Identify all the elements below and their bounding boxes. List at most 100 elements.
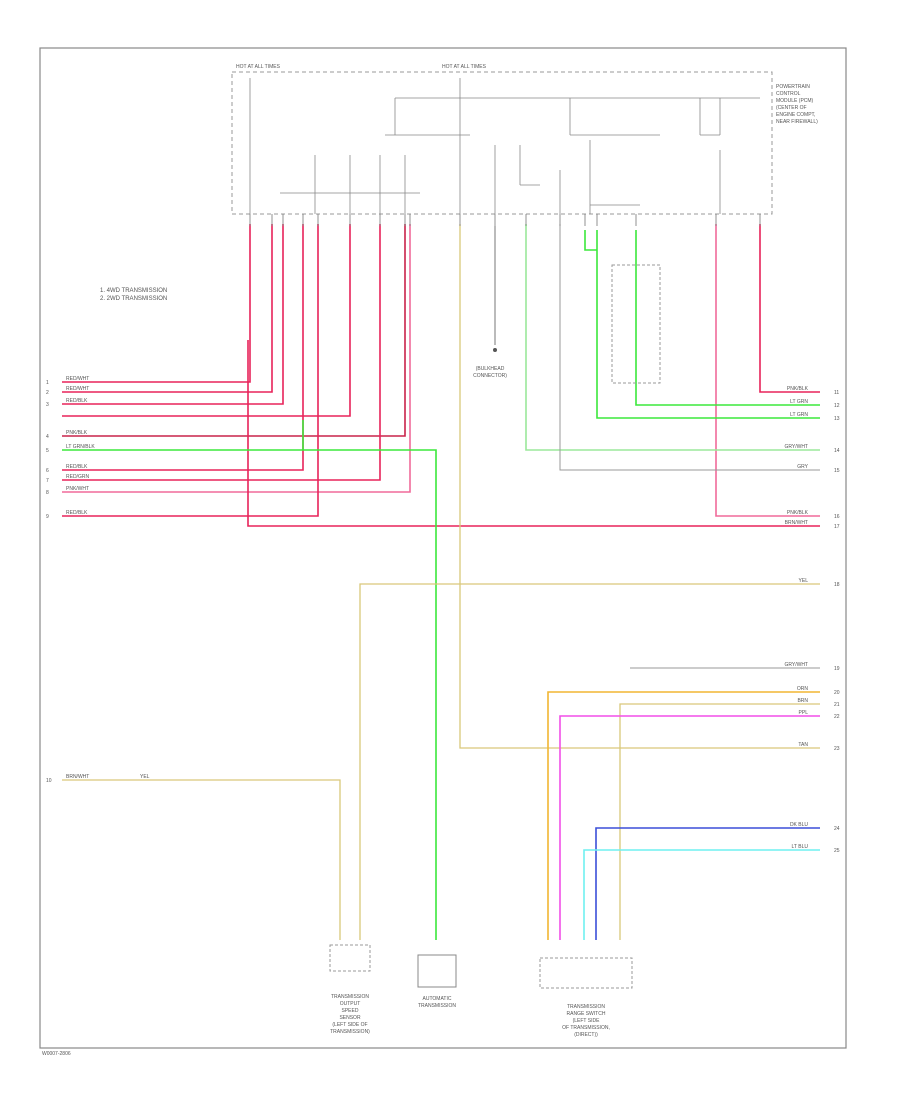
wire-red-12 [715,224,820,517]
wire-red-5 [62,224,406,437]
left-pin: 9 [46,514,49,520]
pcm-terminals [249,214,761,226]
bulkhead-connector-box [611,264,661,384]
wire-red-3 [62,224,284,405]
left-wire-label: RED/GRN [66,474,89,480]
right-wire-label: YEL [799,578,809,584]
component-label-line: RANGE SWITCH [567,1011,606,1017]
footer-code: W0007-2806 [42,1051,71,1057]
right-pin: 21 [834,702,840,708]
right-pin: 12 [834,403,840,409]
right-wire-labels: PNK/BLK 11 LT GRN 12 LT GRN 13 GRY/WHT 1… [784,386,839,854]
left-pin: 7 [46,478,49,484]
wire-red-11 [759,224,820,393]
wire-gray-a [559,224,820,471]
wire-red-4 [62,224,351,417]
left-pin: 6 [46,468,49,474]
wire-blue [595,827,820,940]
left-wire-label: RED/BLK [66,464,88,470]
left-pin: 2 [46,390,49,396]
right-wire-label: LT BLU [792,844,809,850]
left-wire-label: BRN/WHT [66,774,89,780]
left-wire-label: PNK/BLK [66,430,88,436]
right-pin: 15 [834,468,840,474]
component-label-line: (DIRECT)) [574,1032,598,1038]
wire-red-8 [62,224,411,493]
left-pin: 1 [46,380,49,386]
wire-green-a [596,230,820,419]
wire-tan-lower [62,779,341,940]
gray-black-drop [493,226,497,352]
component-label-line: TRANSMISSION [567,1004,605,1010]
right-wire-label: PNK/BLK [787,386,809,392]
right-wire-label: TAN [798,742,808,748]
right-pin: 17 [834,524,840,530]
range-switch-box [539,957,633,989]
pcm-name-line: CONTROL [776,91,801,97]
component-label-line: (LEFT SIDE [573,1018,601,1024]
right-wire-label: GRY/WHT [784,444,808,450]
right-wire-label: LT GRN [790,412,808,418]
component-label-line: TRANSMISSION) [330,1029,370,1035]
right-wire-label: PNK/BLK [787,510,809,516]
right-pin: 13 [834,416,840,422]
left-pin: 5 [46,448,49,454]
component-automatic-transmission: AUTOMATIC TRANSMISSION [417,954,457,1009]
pcm-module-box [231,71,773,215]
left-wire-label: RED/WHT [66,386,89,392]
wire-red-1 [62,224,251,383]
component-label-line: (BULKHEAD [476,366,505,372]
right-wire-label: GRY/WHT [784,662,808,668]
gray-wire-group [559,224,820,669]
right-pin: 19 [834,666,840,672]
right-pin: 23 [834,746,840,752]
wire-tan-right [619,703,820,940]
pcm-name-line: ENGINE COMPT, [776,112,815,118]
left-pin: 3 [46,402,49,408]
pcm-internal-circuits [249,78,760,214]
wire-red-9 [62,224,319,517]
wire-red-2 [62,224,273,393]
ground-dot [493,348,497,352]
tan-wire-group [62,224,820,940]
component-label-line: OUTPUT [340,1001,361,1007]
right-wire-label: BRN/WHT [785,520,808,526]
wire-tan-upper [359,583,820,940]
right-pin: 11 [834,390,839,396]
component-label-line: TRANSMISSION [331,994,369,1000]
right-wire-label: PPL [799,710,809,716]
legend-line: 2. 2WD TRANSMISSION [100,296,167,302]
wire-green-main [62,449,437,940]
left-wire-labels: 1 RED/WHT 2 RED/WHT 3 RED/BLK 4 PNK/BLK … [46,376,150,784]
wire-green-b [635,230,820,406]
right-pin: 16 [834,514,840,520]
left-wire-label: PNK/WHT [66,486,89,492]
component-label-line: AUTOMATIC [423,996,452,1002]
right-pin: 25 [834,848,840,854]
wire-red-6 [62,224,304,471]
green-wire-group [62,224,820,940]
component-label-line: OF TRANSMISSION, [562,1025,610,1031]
wire-cyan [583,849,820,940]
component-output-speed-sensor: TRANSMISSION OUTPUT SPEED SENSOR (LEFT S… [329,944,371,1035]
wire-green-c [584,230,597,251]
transmission-box [417,954,457,988]
right-wire-label: LT GRN [790,399,808,405]
wire-red-10 [247,340,820,527]
wire-magenta [559,715,820,940]
left-wire-label: RED/WHT [66,376,89,382]
left-wire-label: LT GRN/BLK [66,444,95,450]
component-label-line: SPEED [342,1008,359,1014]
component-range-switch: TRANSMISSION RANGE SWITCH (LEFT SIDE OF … [539,957,633,1038]
left-pin: 4 [46,434,49,440]
diagram-frame [39,47,847,1049]
legend-line: 1. 4WD TRANSMISSION [100,288,167,294]
left-wire-label: RED/BLK [66,510,88,516]
pcm-name: POWERTRAIN CONTROL MODULE (PCM) (CENTER … [776,84,818,125]
wire-green-d [525,224,820,451]
pcm-name-line: POWERTRAIN [776,84,810,90]
pcm-fuse-label-b: HOT AT ALL TIMES [442,64,487,70]
right-pin: 22 [834,714,840,720]
left-pin: 10 [46,778,52,784]
